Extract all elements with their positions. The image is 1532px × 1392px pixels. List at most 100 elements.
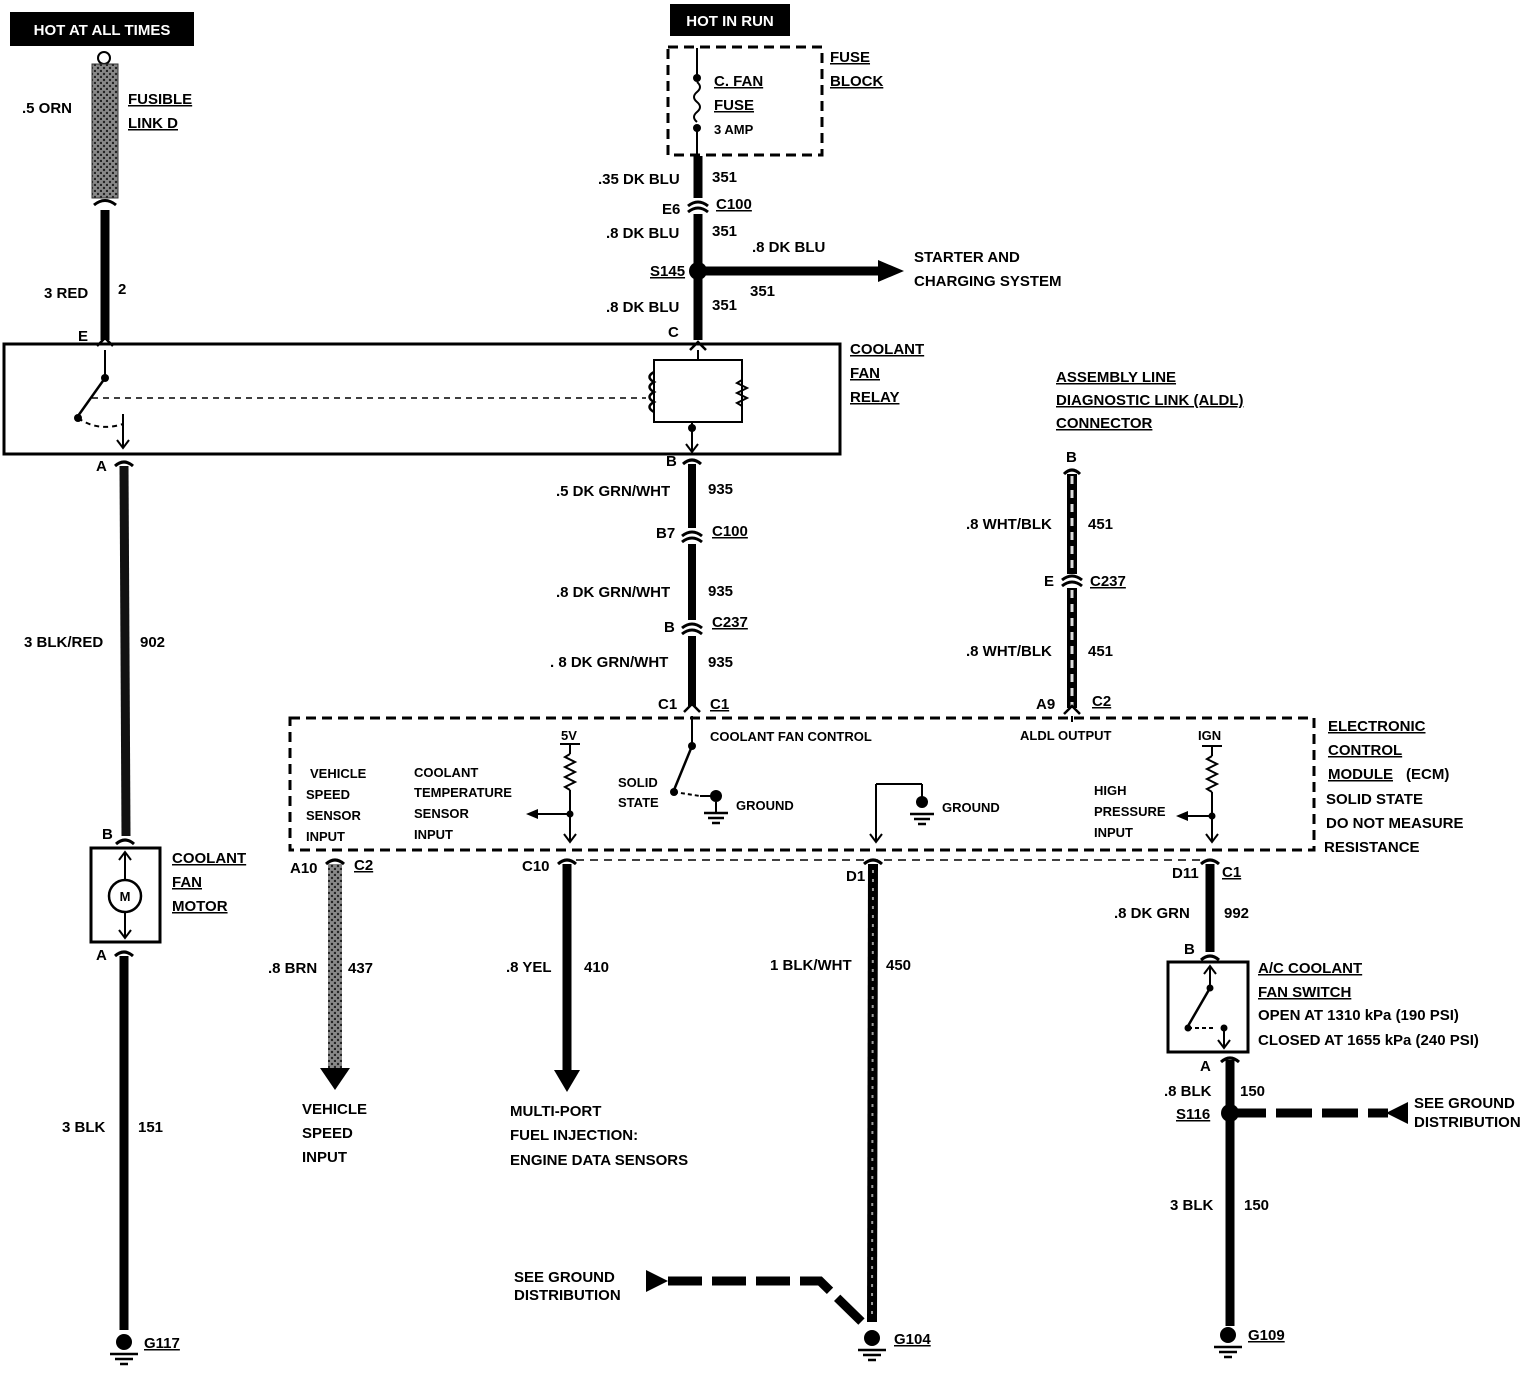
- ecm-input-label: INPUT: [414, 827, 453, 842]
- wire-label: .8 BRN: [268, 960, 317, 977]
- ac-switch-label: A/C COOLANT: [1258, 960, 1362, 977]
- wire-label: .8 YEL: [506, 959, 552, 976]
- destination-label: CHARGING SYSTEM: [914, 273, 1062, 290]
- svg-text:HOT IN RUN: HOT IN RUN: [686, 13, 774, 30]
- wire-label: 3 BLK/RED: [24, 634, 103, 651]
- connector-label: C100: [712, 523, 748, 540]
- circuit-number: 351: [712, 169, 737, 186]
- ecm-label: STATE: [618, 795, 659, 810]
- circuit-number: 437: [348, 960, 373, 977]
- ground-label: G117: [144, 1335, 180, 1352]
- circuit-number: 451: [1088, 516, 1113, 533]
- wire-blk-wht: [867, 863, 878, 1323]
- fuse-label: C. FAN: [714, 73, 763, 90]
- arrow-icon: [320, 1068, 350, 1090]
- circuit-number: 992: [1224, 905, 1249, 922]
- connector-label: C100: [716, 196, 752, 213]
- pin-label: C1: [658, 696, 677, 713]
- circuit-number: 410: [584, 959, 609, 976]
- pin-label: B: [1184, 941, 1195, 958]
- splice-label: S145: [650, 263, 685, 280]
- relay-label: RELAY: [850, 389, 899, 406]
- fuse-label: FUSE: [714, 97, 754, 114]
- ground-g117-icon: [110, 1334, 138, 1366]
- wire-label: .8 DK GRN: [1114, 905, 1190, 922]
- aldl-label: CONNECTOR: [1056, 415, 1153, 432]
- hot-at-all-times-tag: HOT AT ALL TIMES: [10, 12, 194, 46]
- wire-label: .8 DK BLU: [606, 225, 679, 242]
- ecm-input-label: HIGH: [1094, 783, 1127, 798]
- pin-label: D1: [846, 868, 865, 885]
- connector-label: C237: [712, 614, 748, 631]
- circuit-number: 351: [712, 297, 737, 314]
- pin-label: A: [96, 947, 107, 964]
- ecm-input-label: VEHICLE: [310, 766, 367, 781]
- wire-label: 1 BLK/WHT: [770, 957, 852, 974]
- fuse-block-label: BLOCK: [830, 73, 883, 90]
- ecm-ground-label: GROUND: [736, 798, 794, 813]
- wire-label: .8 DK BLU: [606, 299, 679, 316]
- circuit-number: 450: [886, 957, 911, 974]
- ac-switch-label: OPEN AT 1310 kPa (190 PSI): [1258, 1007, 1459, 1024]
- pin-label: E: [1044, 573, 1054, 590]
- ac-coolant-fan-switch-box: [1166, 960, 1250, 1054]
- destination-label: FUEL INJECTION:: [510, 1127, 638, 1144]
- fuse-rating: 3 AMP: [714, 122, 754, 137]
- connector-c100: [687, 200, 709, 214]
- fusible-link-label: LINK D: [128, 115, 178, 132]
- circuit-number: 351: [750, 283, 775, 300]
- wire-label: .8 WHT/BLK: [966, 516, 1052, 533]
- circuit-number: 150: [1244, 1197, 1269, 1214]
- ecm-input-label: SENSOR: [306, 808, 362, 823]
- destination-label: MULTI-PORT: [510, 1103, 601, 1120]
- aldl-label: DIAGNOSTIC LINK (ALDL): [1056, 392, 1243, 409]
- ecm-label: MODULE: [1328, 766, 1393, 783]
- motor-label: FAN: [172, 874, 202, 891]
- circuit-number: 902: [140, 634, 165, 651]
- destination-label: DISTRIBUTION: [1414, 1114, 1521, 1131]
- pin-label: C: [668, 324, 679, 341]
- arrow-icon: [646, 1270, 668, 1292]
- circuit-number: 2: [118, 281, 126, 298]
- ac-switch-contact: [1184, 964, 1231, 1050]
- pin-label: A9: [1036, 696, 1055, 713]
- pin-label: B: [1066, 449, 1077, 466]
- relay-switch: [74, 350, 646, 450]
- ground-g104-icon: [858, 1330, 886, 1362]
- pin-label: D11: [1172, 865, 1199, 882]
- ecm-label: RESISTANCE: [1324, 839, 1420, 856]
- wire-3-blk-red: [119, 465, 131, 837]
- pin-label: A: [1200, 1058, 1211, 1075]
- connector-label: C2: [354, 857, 373, 874]
- ecm-input-label: TEMPERATURE: [414, 785, 512, 800]
- wire-label: .35 DK BLU: [598, 171, 680, 188]
- destination-label: SEE GROUND: [1414, 1095, 1515, 1112]
- fusible-link: [91, 51, 119, 207]
- wire-label: . 8 DK GRN/WHT: [550, 654, 668, 671]
- relay-label: COOLANT: [850, 341, 924, 358]
- ac-switch-label: CLOSED AT 1655 kPa (240 PSI): [1258, 1032, 1479, 1049]
- pin-label: B7: [656, 525, 675, 542]
- connector-c237a: [681, 622, 703, 636]
- fuse-block-outline: [666, 45, 824, 157]
- circuit-number: 151: [138, 1119, 163, 1136]
- destination-label: INPUT: [302, 1149, 347, 1166]
- pin-label: C10: [522, 858, 550, 875]
- wire-brn: [328, 864, 342, 1070]
- ecm-supply-label: 5V: [561, 728, 577, 743]
- fuse-block-label: FUSE: [830, 49, 870, 66]
- motor-icon: [107, 850, 143, 940]
- circuit-number: 150: [1240, 1083, 1265, 1100]
- wire-label: 3 BLK: [62, 1119, 106, 1136]
- wire-label: 3 BLK: [1170, 1197, 1214, 1214]
- wire-label: .8 WHT/BLK: [966, 643, 1052, 660]
- ac-switch-label: FAN SWITCH: [1258, 984, 1351, 1001]
- pin-label: A: [96, 458, 107, 475]
- pin-label: E6: [662, 201, 680, 218]
- fusible-link-label: FUSIBLE: [128, 91, 192, 108]
- connector-c237b: [1061, 574, 1083, 588]
- ecm-ground-label: GROUND: [942, 800, 1000, 815]
- ecm-input-label: INPUT: [306, 829, 345, 844]
- ecm-output-label: COOLANT FAN CONTROL: [710, 729, 872, 744]
- ground-g109-icon: [1214, 1327, 1242, 1359]
